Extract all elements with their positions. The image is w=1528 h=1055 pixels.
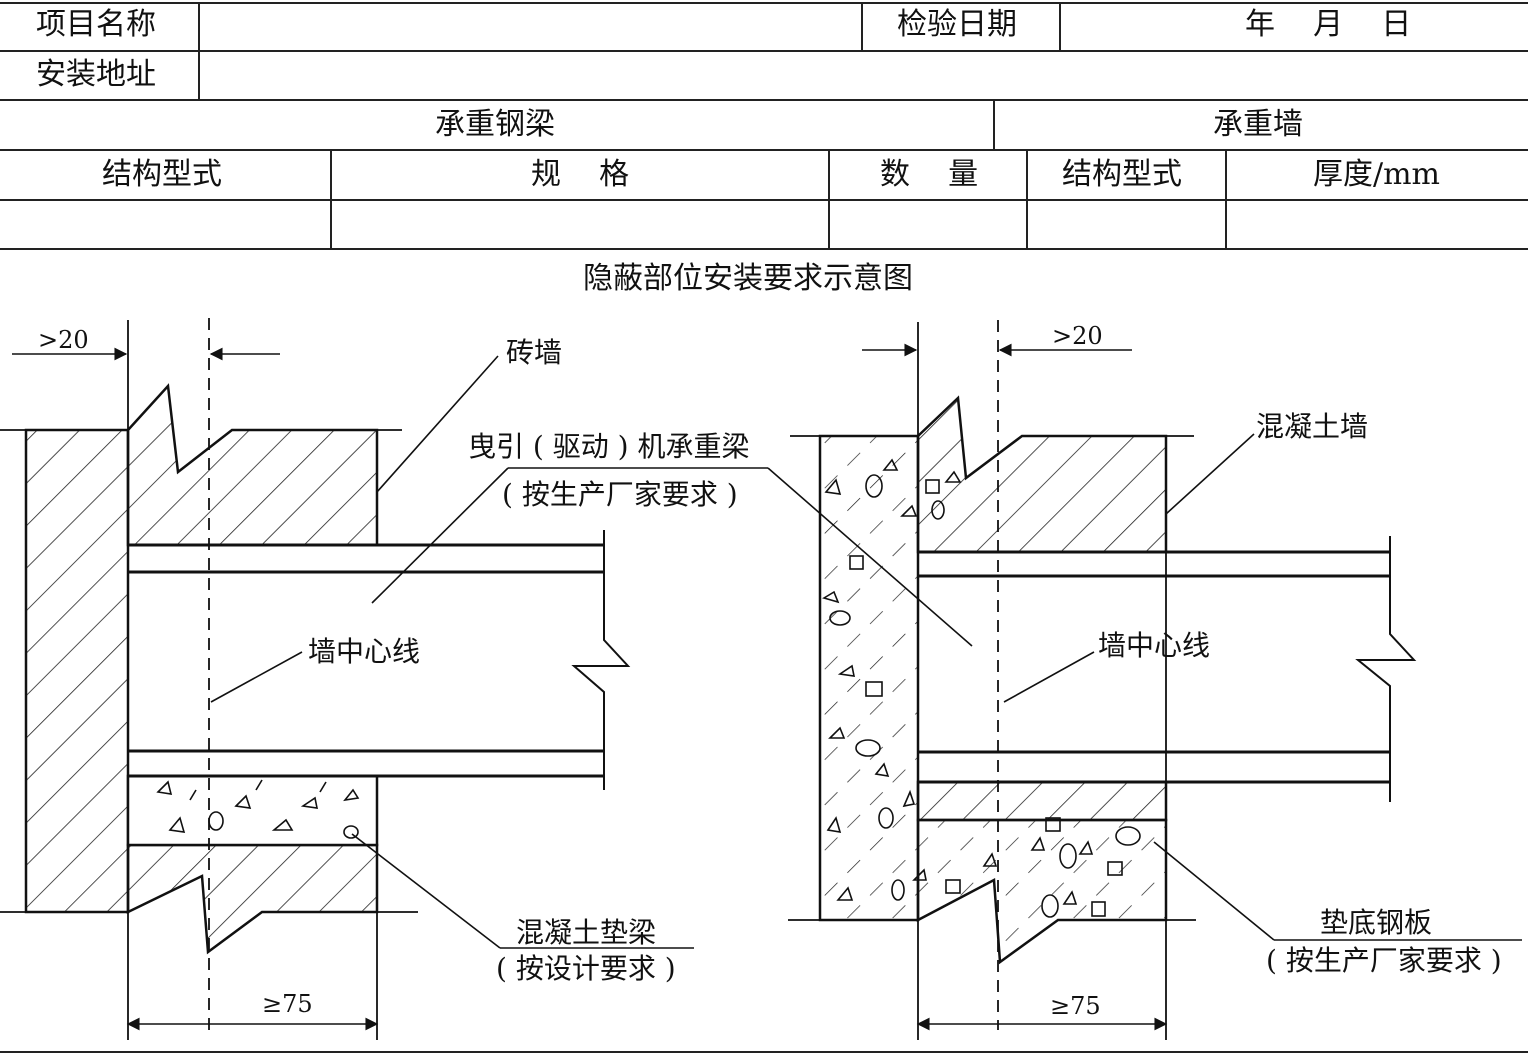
table-row-line (0, 199, 1528, 201)
brick-wall-label: 砖墙 (506, 336, 562, 369)
concrete-aggregate-right (822, 458, 1141, 918)
col-line (861, 2, 863, 50)
col-header-wall-structure-type: 结构型式 (1062, 157, 1182, 192)
brick-wall-lower-block (126, 843, 379, 955)
beam-label-line1: 曳引 ( 驱动 ) 机承重梁 (468, 430, 749, 463)
center-line-label-left: 墙中心线 (308, 635, 420, 668)
col-header-quantity: 数 量 (880, 157, 979, 192)
install-address-label: 安装地址 (36, 57, 156, 92)
steel-beam-right (918, 536, 1417, 802)
col-header-structure-type: 结构型式 (102, 157, 222, 192)
col-line (198, 2, 200, 99)
inspection-date-label: 检验日期 (897, 7, 1017, 42)
right-dim-bottom: ≥75 (1050, 992, 1101, 1020)
right-dim-top: >20 (1052, 322, 1103, 350)
concrete-wall-column (818, 434, 920, 922)
table-row-line (0, 149, 1528, 151)
col-line (828, 149, 830, 248)
col-line (330, 149, 332, 248)
brick-wall-upper-block (126, 383, 379, 547)
table-border-top (0, 2, 1528, 4)
concrete-pad-beam (126, 774, 379, 847)
beam-section-title: 承重钢梁 (435, 107, 555, 142)
steel-plate-label-line1: 垫底钢板 (1320, 906, 1432, 939)
col-header-spec: 规 格 (531, 157, 630, 192)
brick-wall-left-column (24, 428, 130, 914)
concrete-wall-lower-block (916, 818, 1168, 965)
col-line (1026, 149, 1028, 248)
diagram-title: 隐蔽部位安装要求示意图 (583, 261, 913, 296)
steel-plate-label-line2: ( 按生产厂家要求 ) (1266, 944, 1502, 977)
bottom-steel-plate (916, 780, 1168, 822)
table-row-line (0, 50, 1528, 52)
right-detail (767, 320, 1522, 1040)
left-detail (0, 318, 768, 1040)
page-bottom-line (0, 1051, 1528, 1053)
col-line (993, 99, 995, 149)
pad-beam-label-line1: 混凝土垫梁 (516, 916, 656, 949)
concrete-wall-label: 混凝土墙 (1256, 410, 1368, 443)
project-name-label: 项目名称 (36, 7, 156, 42)
beam-label-line2: ( 按生产厂家要求 ) (502, 478, 738, 511)
col-header-thickness: 厚度/mm (1313, 157, 1441, 192)
steel-beam-left (128, 530, 631, 790)
inspection-date-placeholder[interactable]: 年 月 日 (1245, 7, 1412, 42)
concrete-aggregate (156, 779, 360, 839)
pad-beam-label-line2: ( 按设计要求 ) (496, 952, 676, 985)
left-dim-bottom: ≥75 (262, 990, 313, 1018)
col-line (1225, 149, 1227, 248)
table-row-line (0, 248, 1528, 250)
center-line-label-right: 墙中心线 (1098, 629, 1210, 662)
wall-section-title: 承重墙 (1213, 107, 1303, 142)
col-line (1059, 2, 1061, 50)
table-row-line (0, 99, 1528, 101)
left-dim-top: >20 (38, 326, 89, 354)
